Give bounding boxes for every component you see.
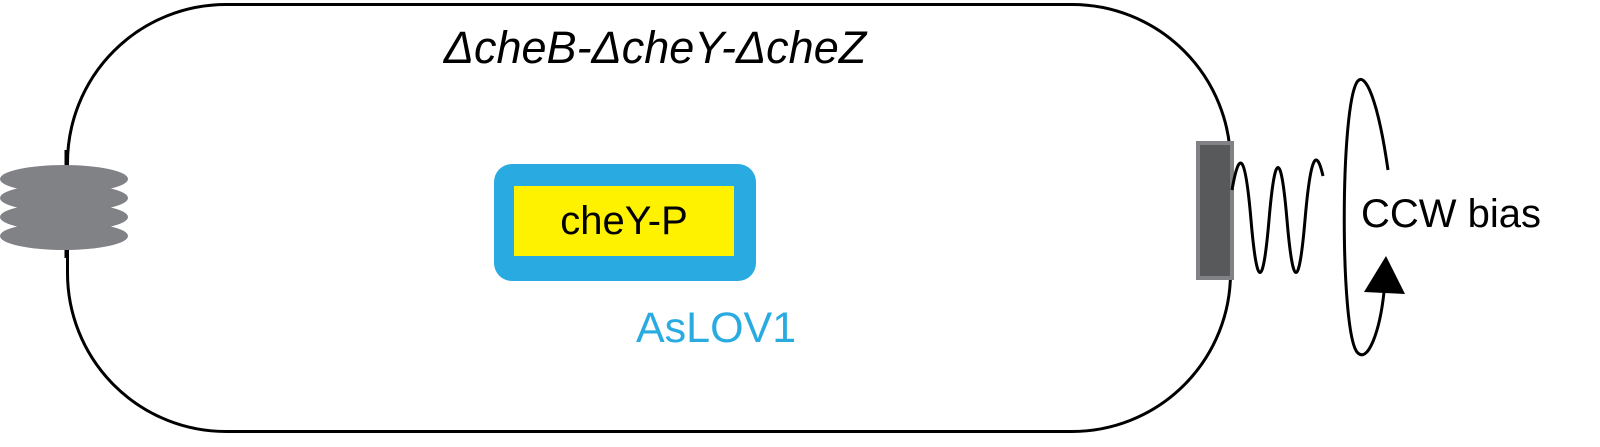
ccw-bias-label: CCW bias [1361, 192, 1542, 236]
gene-cheB: cheB [473, 22, 577, 73]
aslov-domain-box: cheY-P [494, 164, 756, 281]
delta-separator-2: -Δ [720, 22, 767, 73]
delta-separator-1: -Δ [576, 22, 622, 73]
rotation-arrow-icon [1342, 78, 1405, 357]
strain-genotype-label: ΔcheB-ΔcheY-ΔcheZ [420, 22, 890, 74]
receptor-cluster-icon [0, 150, 128, 258]
flagellum-wave-icon [1230, 158, 1325, 274]
aslov-label: AsLOV1 [636, 304, 797, 352]
gene-cheZ: cheZ [766, 22, 867, 73]
delta-symbol-1: Δ [443, 22, 474, 73]
chey-p-label: cheY-P [560, 198, 688, 243]
gene-cheY: cheY [621, 22, 721, 73]
chey-p-box: cheY-P [514, 186, 734, 256]
flagellar-motor-icon [1196, 141, 1234, 280]
